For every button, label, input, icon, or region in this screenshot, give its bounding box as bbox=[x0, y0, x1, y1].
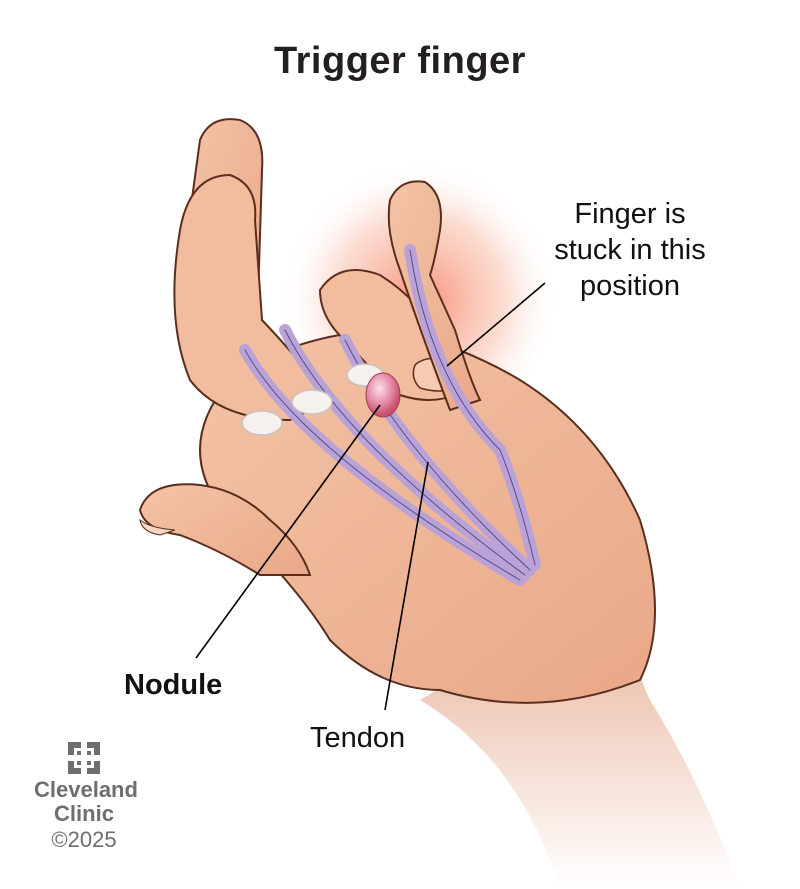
label-tendon: Tendon bbox=[310, 722, 406, 754]
label-nodule: Nodule bbox=[124, 669, 223, 701]
thumbnail bbox=[139, 518, 176, 536]
cleveland-clinic-logo: Cleveland Clinic ©2025 bbox=[34, 742, 138, 854]
cleveland-clinic-logo-icon bbox=[68, 742, 100, 774]
label-line: Finger is bbox=[574, 198, 686, 230]
copyright: ©2025 bbox=[51, 827, 117, 852]
thumb bbox=[138, 483, 312, 576]
logo-name-line1: Cleveland bbox=[34, 777, 138, 802]
nodule bbox=[365, 372, 401, 418]
wrist bbox=[420, 560, 740, 889]
label-finger-stuck: Finger is stuck in this position bbox=[530, 196, 730, 304]
diagram-title: Trigger finger bbox=[274, 40, 526, 82]
label-line: stuck in this bbox=[554, 234, 706, 266]
leader-lines bbox=[195, 282, 546, 711]
logo-name-line2: Clinic bbox=[54, 801, 114, 826]
label-line: position bbox=[580, 270, 680, 302]
pinky-finger bbox=[387, 180, 482, 412]
